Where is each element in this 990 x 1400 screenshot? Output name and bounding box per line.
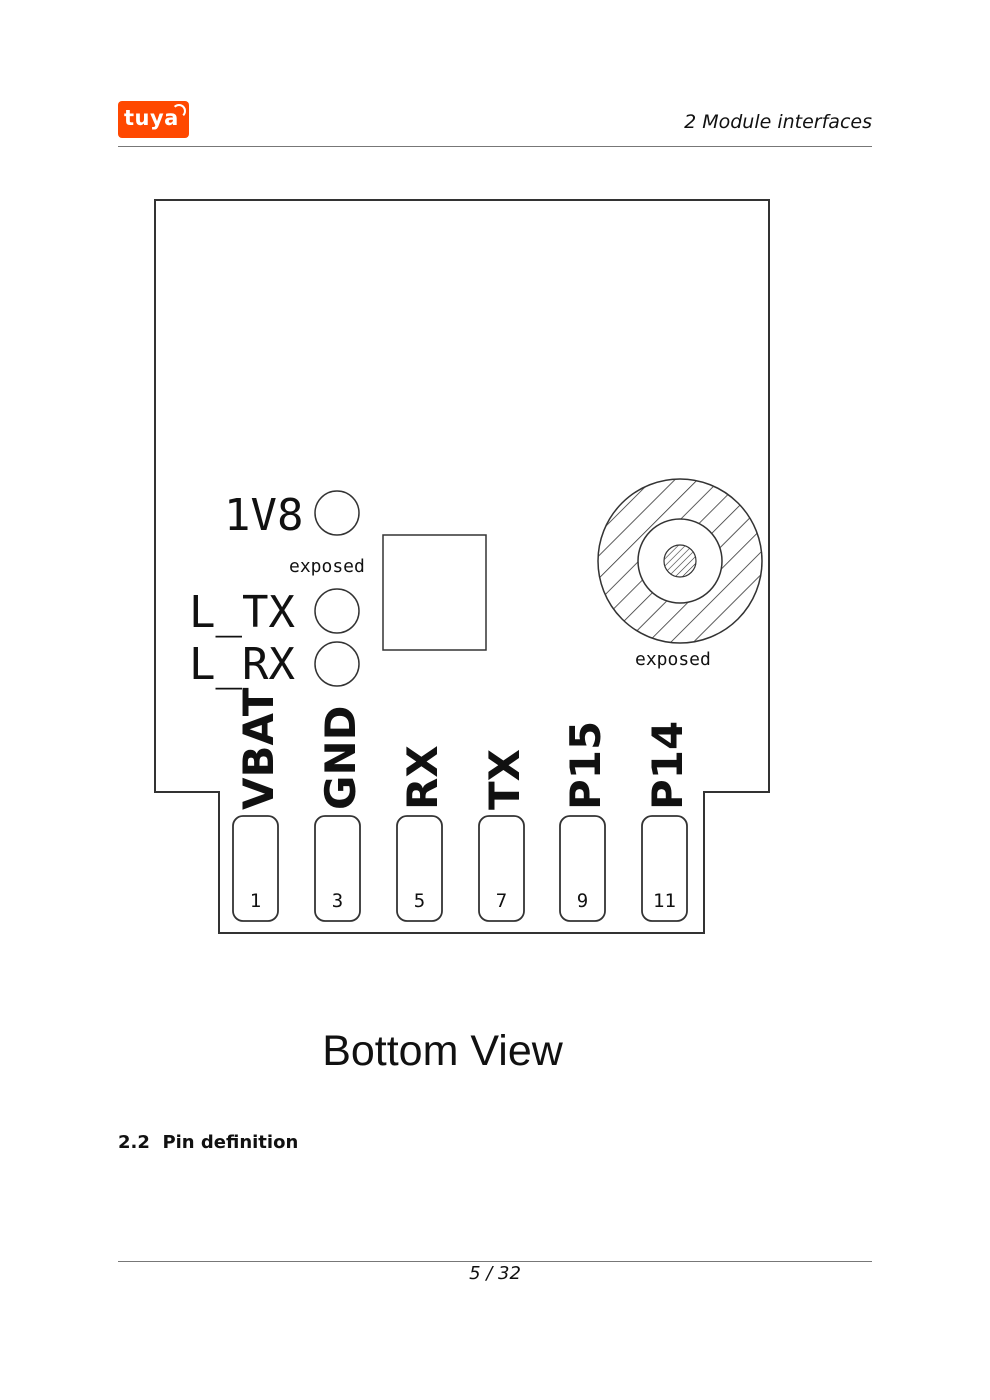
- pin-name-gnd: GND: [316, 706, 365, 811]
- pin-number-5: 5: [414, 890, 425, 912]
- figure-caption: Bottom View: [322, 1027, 563, 1075]
- exposed-label-left: exposed: [289, 556, 365, 577]
- section-title: Pin definition: [162, 1132, 299, 1153]
- exposed-label-right: exposed: [635, 649, 711, 670]
- pin-number-11: 11: [653, 890, 676, 912]
- chapter-title: 2 Module interfaces: [684, 111, 872, 133]
- page-number: 5 / 32: [469, 1263, 521, 1284]
- pin-number-3: 3: [332, 890, 343, 912]
- pin-name-vbat: VBAT: [234, 687, 283, 810]
- footer-divider: [118, 1261, 872, 1262]
- pad-1v8: [314, 490, 360, 536]
- pin-number-7: 7: [496, 890, 507, 912]
- pin-name-p15: P15: [561, 721, 610, 810]
- section-heading: 2.2 Pin definition: [118, 1132, 298, 1153]
- pin-name-tx: TX: [480, 749, 529, 810]
- exposed-round-pad-center: [663, 544, 697, 578]
- label-l-rx: L_RX: [189, 639, 295, 690]
- pad-l-tx: [314, 588, 360, 634]
- pin-pad-11: [641, 815, 688, 922]
- logo-text: tuya: [124, 106, 179, 130]
- pin-name-p14: P14: [643, 721, 692, 810]
- exposed-square-pad: [382, 534, 487, 651]
- pin-pad-5: [396, 815, 443, 922]
- section-number: 2.2: [118, 1132, 150, 1153]
- pin-pad-7: [478, 815, 525, 922]
- wifi-arc-icon: [172, 104, 186, 118]
- module-bottom-view-diagram: 1V8 exposed L_TX L_RX exposed VBAT GND R…: [154, 199, 770, 934]
- pin-pad-1: [232, 815, 279, 922]
- pin-pad-3: [314, 815, 361, 922]
- pin-number-9: 9: [577, 890, 588, 912]
- label-1v8: 1V8: [224, 490, 303, 541]
- pad-l-rx: [314, 641, 360, 687]
- pin-number-1: 1: [250, 890, 261, 912]
- pin-name-rx: RX: [398, 745, 447, 810]
- tuya-logo: tuya: [118, 101, 189, 138]
- board-outline: [154, 199, 770, 934]
- label-l-tx: L_TX: [189, 587, 295, 638]
- pin-pad-9: [559, 815, 606, 922]
- header-divider: [118, 146, 872, 147]
